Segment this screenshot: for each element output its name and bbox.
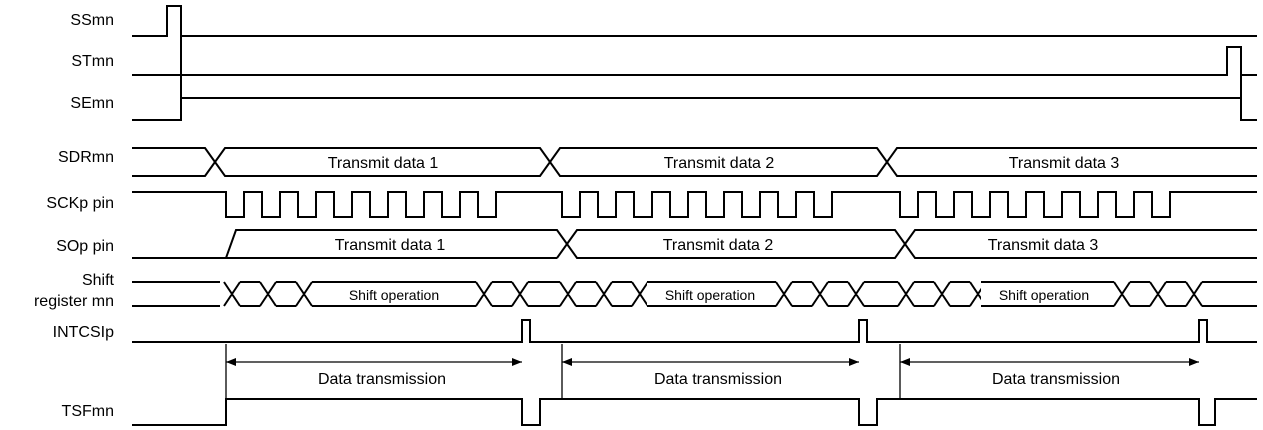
sckp-waveform [132,191,1257,218]
arrowhead-right [849,358,859,366]
label-shift-line2: register mn [34,293,114,310]
arrowhead-left [226,358,236,366]
sdr-frame3-label: Transmit data 3 [1009,155,1120,172]
sdrmn-bus-outline [132,147,1257,177]
arrowhead-right [512,358,522,366]
sop-frame1-label: Transmit data 1 [335,237,446,254]
shift-label-bg-1 [322,282,472,306]
arrowhead-left [900,358,910,366]
label-sdrmn: SDRmn [58,149,114,166]
semn-waveform [132,97,1257,121]
shift-frame3-label: Shift operation [999,287,1089,303]
label-semn: SEmn [70,95,114,112]
shift-label-borders [322,281,1107,307]
arrowhead-right [1189,358,1199,366]
tsfmn [132,398,1257,426]
sdr-frame1-label: Transmit data 1 [328,155,439,172]
shift-label-bg-3 [981,282,1107,306]
sdrmn-bus: Transmit data 1 Transmit data 2 Transmit… [132,147,1257,177]
sop-bus: Transmit data 1 Transmit data 2 Transmit… [132,229,1257,259]
tsfmn-waveform [132,398,1257,426]
sop-frame3-label: Transmit data 3 [988,237,1099,254]
intcsip-waveform [132,319,1257,343]
span-frame2-label: Data transmission [654,371,782,388]
ssmn-waveform [132,5,1257,37]
label-stmn: STmn [71,53,114,70]
shift-frame1-label: Shift operation [349,287,439,303]
span-frame3-label: Data transmission [992,371,1120,388]
intcsip [132,319,1257,343]
shift-frame2-label: Shift operation [665,287,755,303]
sdr-frame2-label: Transmit data 2 [664,155,775,172]
sop-waveform [132,229,1257,259]
shift-label-bg-2 [647,282,773,306]
sckp-clock [132,191,1257,218]
shift-register: Shift operation Shift operation Shift op… [132,281,1257,307]
label-tsfmn: TSFmn [62,403,114,420]
sop-frame2-label: Transmit data 2 [663,237,774,254]
label-sop: SOp pin [56,238,114,255]
label-sckp: SCKp pin [46,195,114,212]
label-intcsip: INTCSIp [53,324,114,341]
span-frame1-label: Data transmission [318,371,446,388]
transmission-spans: Data transmission Data transmission Data… [225,344,1199,398]
stmn-waveform [132,46,1257,76]
label-shift-line1: Shift [82,272,115,289]
arrowhead-left [562,358,572,366]
label-ssmn: SSmn [70,12,114,29]
signal-labels: SSmn STmn SEmn SDRmn SCKp pin SOp pin Sh… [34,12,115,420]
control-waveforms [132,5,1257,121]
